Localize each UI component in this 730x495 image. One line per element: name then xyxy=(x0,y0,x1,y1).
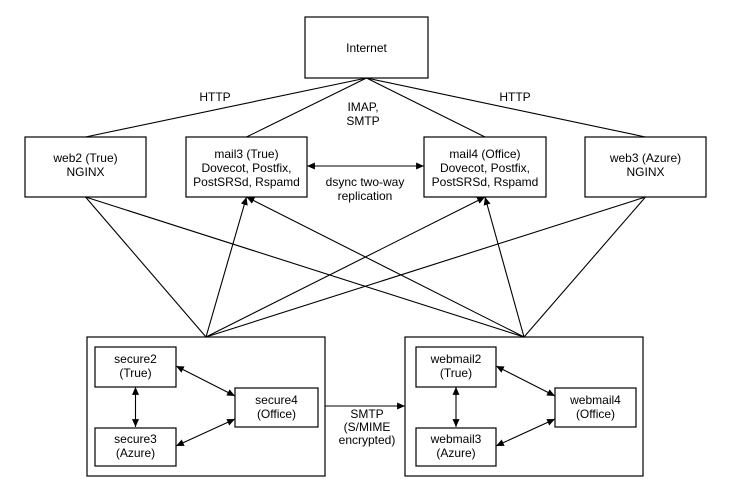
web2-node xyxy=(24,136,147,198)
webmail2-node xyxy=(415,346,497,388)
edge-internet-mail4 xyxy=(366,77,486,138)
web2-label-line2: NGINX xyxy=(66,165,104,179)
internet-node xyxy=(304,16,429,79)
internet-label: Internet xyxy=(346,41,387,55)
http-right-label: HTTP xyxy=(499,90,530,104)
webmail2-label-line1: webmail2 xyxy=(430,352,482,366)
webmail2-label-line2: (True) xyxy=(440,366,472,380)
webmail4-node xyxy=(554,387,637,428)
web3-label-line2: NGINX xyxy=(626,165,664,179)
dsync-label-line2: replication xyxy=(338,189,393,203)
smtp-smime-label-line2: (S/MIME xyxy=(344,420,391,434)
edge-secure-mail3 xyxy=(205,196,248,338)
mail4-label-line2: Dovecot, Postfix, xyxy=(440,161,530,175)
web3-node xyxy=(584,136,707,198)
mail3-node xyxy=(185,136,308,198)
secure4-label-line1: secure4 xyxy=(255,393,298,407)
smtp-smime-label-line3: encrypted) xyxy=(339,433,396,447)
edge-webmail3-webmail4 xyxy=(495,418,556,447)
secure4-label-line2: (Office) xyxy=(257,407,296,421)
webmail3-node xyxy=(415,427,497,467)
webmail3-label-line1: webmail3 xyxy=(430,432,482,446)
smtp-smime-label-line1: SMTP xyxy=(350,407,383,421)
mail4-label-line1: mail4 (Office) xyxy=(449,147,520,161)
edge-webmail-mail4 xyxy=(483,196,525,338)
edge-secure-mail4 xyxy=(205,196,486,338)
secure2-node xyxy=(94,346,177,388)
mail4-node xyxy=(423,136,547,198)
edge-secure3-secure4 xyxy=(175,418,236,447)
edge-internet-mail3 xyxy=(246,77,367,138)
edge-webmail-web2 xyxy=(85,196,525,338)
mail3-label-line1: mail3 (True) xyxy=(214,147,278,161)
dsync-label-line1: dsync two-way xyxy=(326,175,405,189)
webmail3-label-line2: (Azure) xyxy=(436,446,475,460)
http-left-label: HTTP xyxy=(199,90,230,104)
secure2-label-line2: (True) xyxy=(119,366,151,380)
imap-smtp-label-line1: IMAP, xyxy=(347,100,378,114)
mail3-label-line2: Dovecot, Postfix, xyxy=(201,161,291,175)
edge-internet-web2 xyxy=(85,77,367,138)
web2-label-line1: web2 (True) xyxy=(52,151,117,165)
mail4-label-line3: PostSRSd, Rspamd xyxy=(432,175,539,189)
edge-secure-web3 xyxy=(205,196,646,338)
web3-label-line1: web3 (Azure) xyxy=(609,151,681,165)
edge-webmail-web3 xyxy=(523,196,646,338)
edge-secure-web2 xyxy=(85,196,207,338)
secure3-label-line1: secure3 xyxy=(114,432,157,446)
secure3-node xyxy=(94,427,177,467)
edge-secure2-secure4 xyxy=(175,365,236,397)
imap-smtp-label-line2: SMTP xyxy=(346,114,379,128)
secure2-label-line1: secure2 xyxy=(114,352,157,366)
secure3-label-line2: (Azure) xyxy=(116,446,155,460)
edge-internet-web3 xyxy=(366,77,646,138)
secure4-node xyxy=(234,387,319,428)
mail3-label-line3: PostSRSd, Rspamd xyxy=(193,175,300,189)
webmail4-label-line1: webmail4 xyxy=(569,393,621,407)
edge-webmail2-webmail4 xyxy=(495,365,556,397)
edge-webmail-mail3 xyxy=(246,196,525,338)
webmail4-label-line2: (Office) xyxy=(576,407,615,421)
